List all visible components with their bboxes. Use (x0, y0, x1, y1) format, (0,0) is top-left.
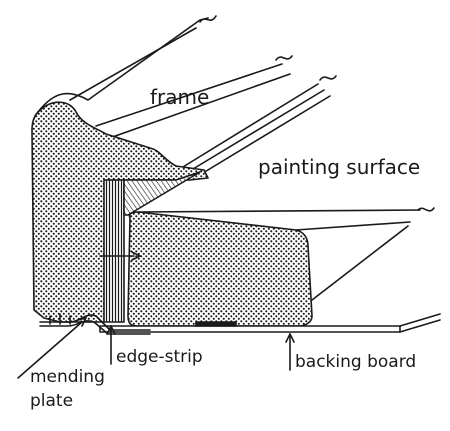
backing-board-label: backing board (295, 352, 417, 372)
fixing-nail (99, 251, 141, 261)
frame-top-surface (37, 17, 209, 113)
frame-break-marks (199, 15, 337, 81)
mending-screws (49, 313, 71, 325)
felt-pad (195, 321, 237, 327)
edge-strip-shape (103, 179, 125, 323)
leader-mending-plate (17, 321, 83, 379)
frame-top-edge-line (69, 27, 197, 101)
backing-board (99, 325, 401, 333)
painting-surface-label: painting surface (258, 155, 421, 179)
backing-board-recede (399, 313, 441, 333)
frame-rear-edge (95, 63, 331, 177)
frame-cross-section (31, 101, 209, 323)
edge-strip-label: edge-strip (116, 347, 203, 367)
painting-break-mark (417, 207, 435, 212)
frame-label: frame (150, 85, 210, 109)
mending-plate-label-line1: mending (30, 367, 105, 387)
leader-arrow-heads (77, 317, 295, 343)
painting-surface-plane (137, 209, 421, 301)
mending-plate-label-line2: plate (30, 391, 74, 411)
painting-cross-section (127, 211, 313, 327)
rebate-hatching (123, 171, 201, 216)
